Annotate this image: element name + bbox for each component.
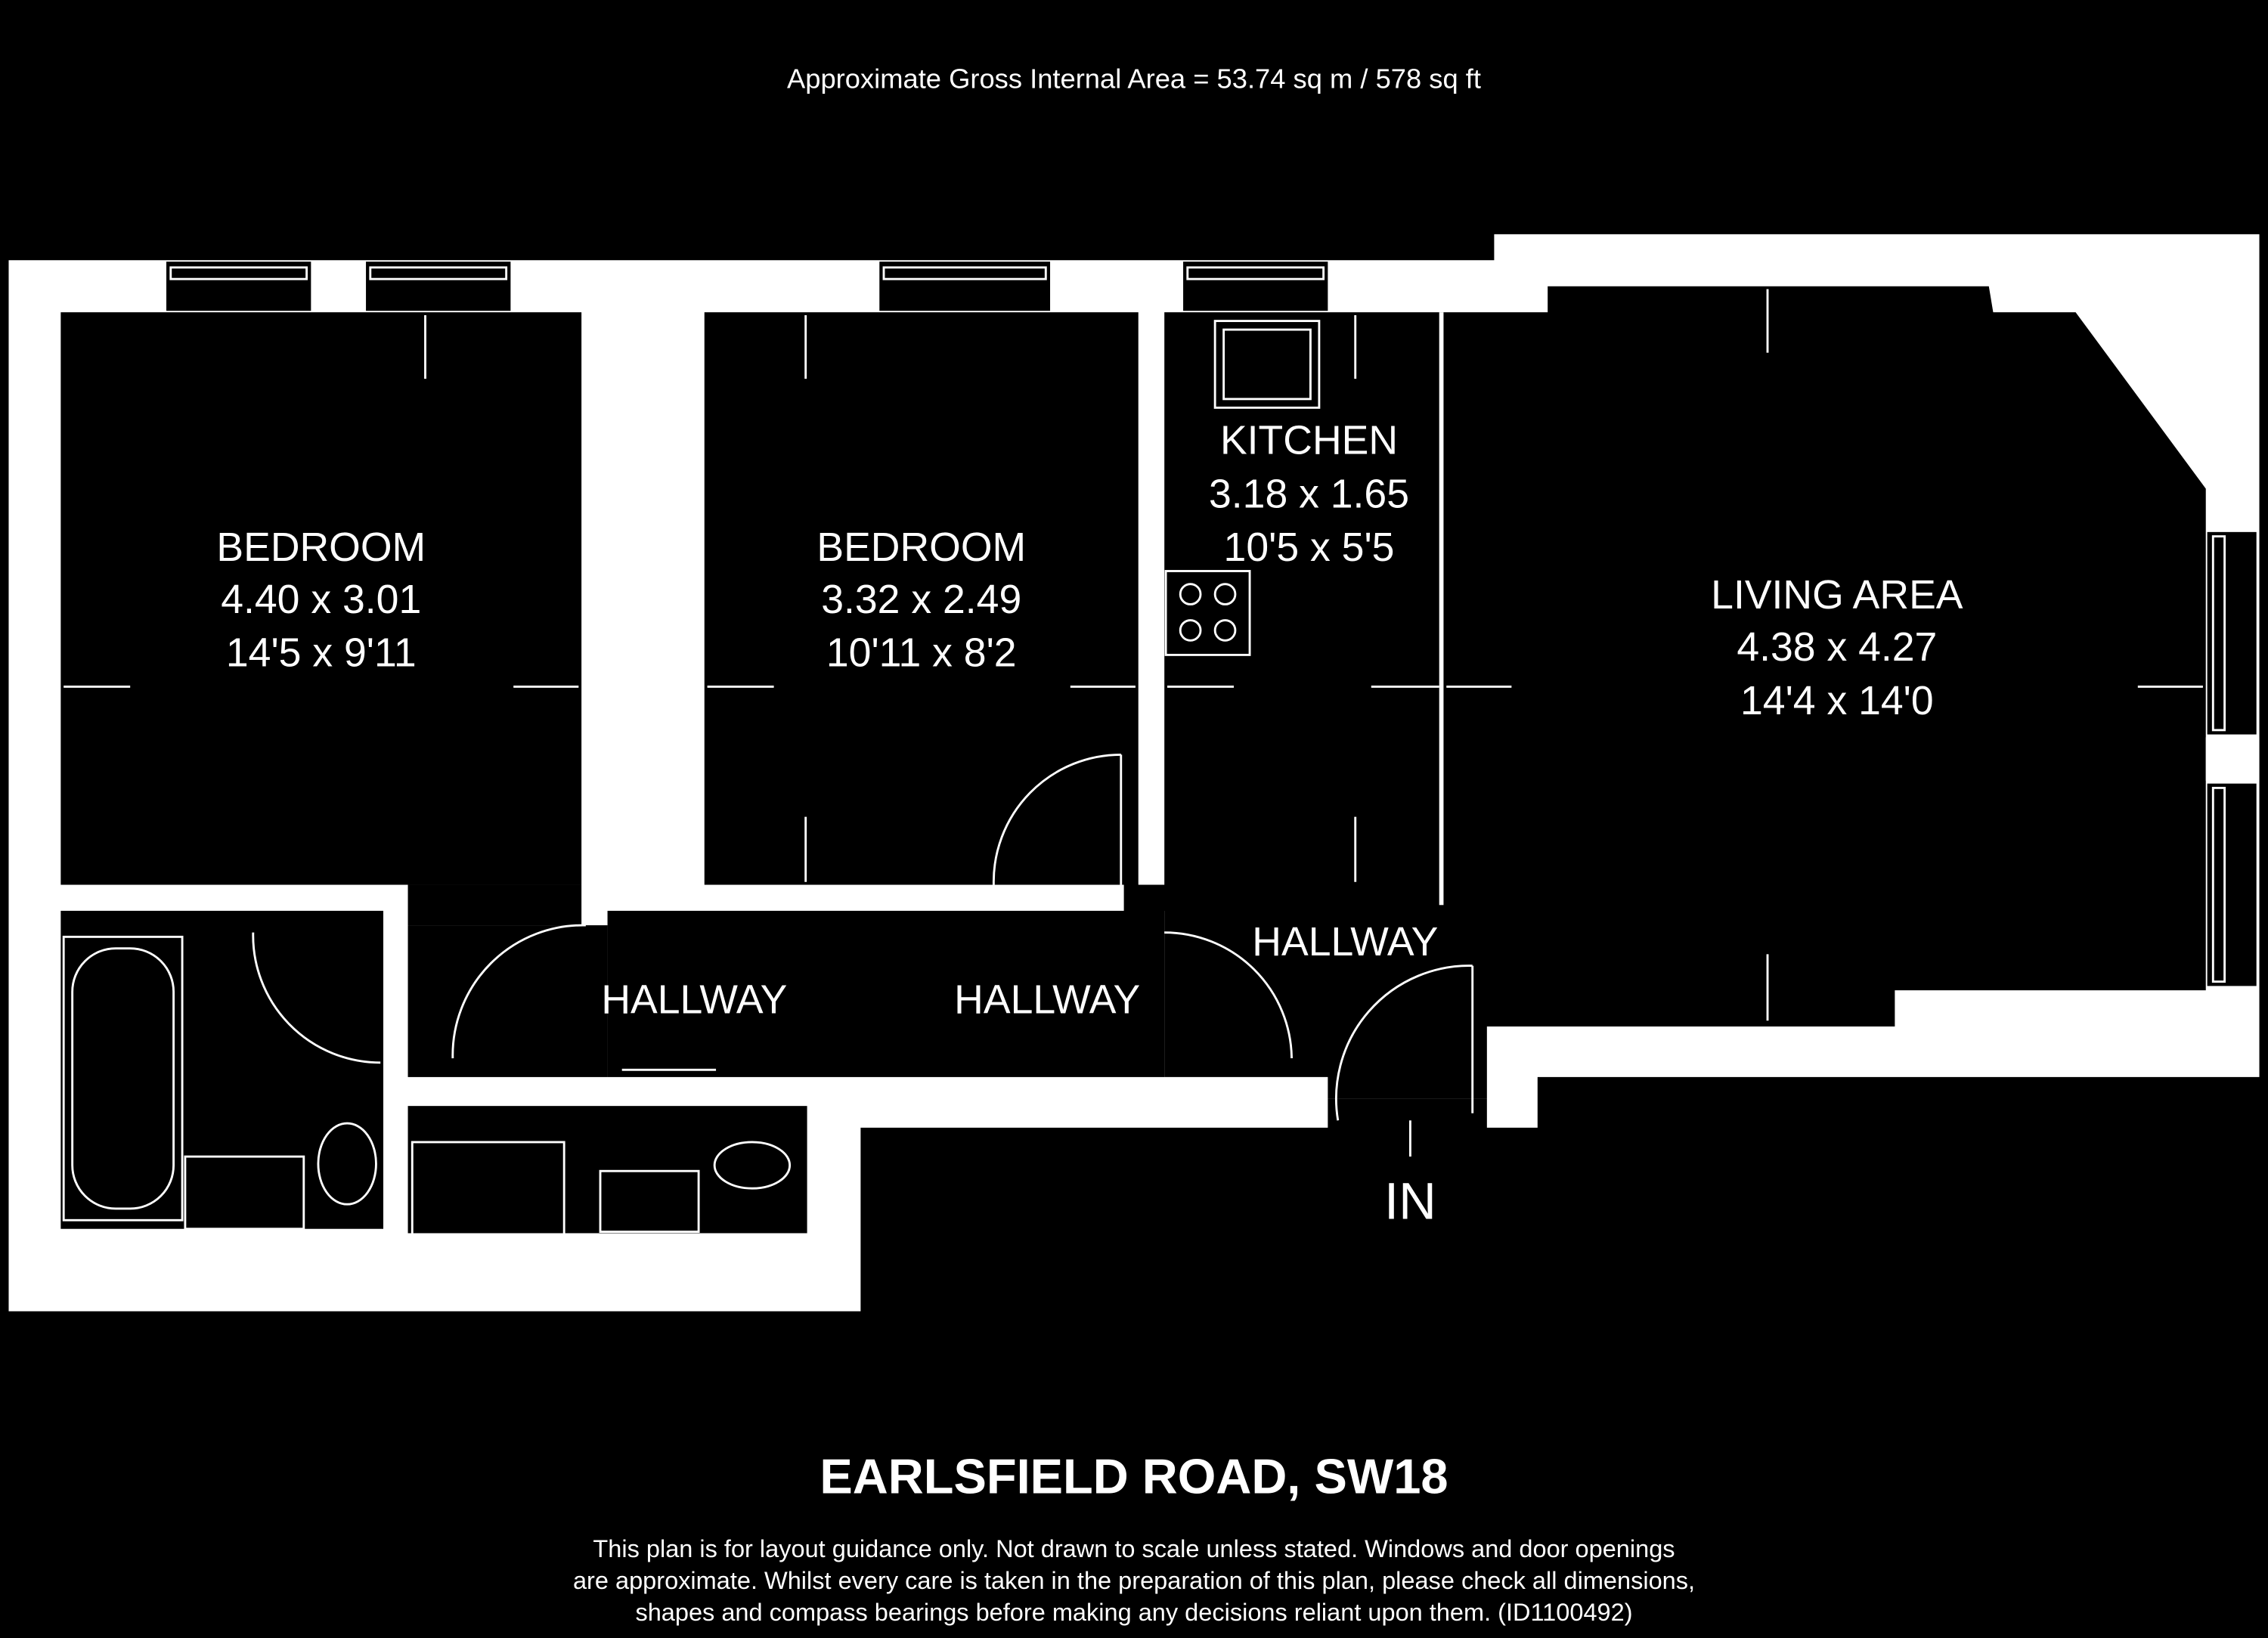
kitchen-living-hall-floor <box>1123 286 2206 1099</box>
entrance-label: IN <box>1384 1172 1436 1230</box>
svg-text:10'5 x 5'5: 10'5 x 5'5 <box>1224 525 1395 570</box>
svg-text:3.18 x 1.65: 3.18 x 1.65 <box>1209 472 1409 516</box>
toilet-icon <box>317 1122 377 1206</box>
right-window-divider <box>2205 737 2260 781</box>
shower-tray-icon <box>411 1141 565 1256</box>
shower-room-floor <box>407 1106 807 1234</box>
hob-icon <box>1164 570 1251 656</box>
room-label-bedroom-1: BEDROOM 4.40 x 3.01 14'5 x 9'11 <box>216 525 426 676</box>
kitchen-divider <box>1439 312 1444 906</box>
room-label-living-area: LIVING AREA 4.38 x 4.27 14'4 x 14'0 <box>1711 573 1963 723</box>
kitchen-sink-icon <box>1213 320 1321 409</box>
room-label-hallway-1: HALLWAY <box>601 978 787 1023</box>
svg-text:4.40 x 3.01: 4.40 x 3.01 <box>221 577 421 622</box>
svg-text:LIVING AREA: LIVING AREA <box>1711 573 1963 618</box>
disclaimer-line-1: This plan is for layout guidance only. N… <box>593 1535 1675 1562</box>
svg-text:BEDROOM: BEDROOM <box>216 525 426 570</box>
basin-icon <box>184 1155 305 1231</box>
svg-text:KITCHEN: KITCHEN <box>1220 419 1398 463</box>
basin-icon-2 <box>599 1169 700 1233</box>
svg-text:14'5 x 9'11: 14'5 x 9'11 <box>226 631 417 676</box>
property-title: EARLSFIELD ROAD, SW18 <box>820 1449 1448 1504</box>
bedroom-1-nook <box>407 884 582 926</box>
hallway-floor <box>607 910 1165 1077</box>
bathroom-floor <box>60 910 384 1229</box>
svg-text:10'11 x 8'2: 10'11 x 8'2 <box>826 631 1017 676</box>
hallway-floor-left <box>407 925 608 1077</box>
room-label-bedroom-2: BEDROOM 3.32 x 2.49 10'11 x 8'2 <box>816 525 1026 676</box>
bath-icon <box>62 935 184 1222</box>
svg-text:14'4 x 14'0: 14'4 x 14'0 <box>1740 679 1934 723</box>
room-label-kitchen: KITCHEN 3.18 x 1.65 10'5 x 5'5 <box>1209 419 1409 571</box>
bedroom-1-floor <box>60 312 582 885</box>
svg-text:3.32 x 2.49: 3.32 x 2.49 <box>821 577 1021 622</box>
room-label-hallway-2: HALLWAY <box>954 978 1140 1023</box>
doors <box>252 753 1474 1121</box>
toilet-icon-2 <box>713 1141 792 1190</box>
bedroom-2-floor <box>704 312 1139 885</box>
gross-area-text: Approximate Gross Internal Area = 53.74 … <box>787 63 1481 94</box>
disclaimer-line-3: shapes and compass bearings before makin… <box>635 1599 1632 1626</box>
dimension-arrows <box>64 289 2203 1157</box>
svg-text:BEDROOM: BEDROOM <box>816 525 1026 570</box>
disclaimer-line-2: are approximate. Whilst every care is ta… <box>573 1567 1695 1594</box>
room-label-hallway-3: HALLWAY <box>1252 920 1438 965</box>
svg-text:4.38 x 4.27: 4.38 x 4.27 <box>1737 625 1937 670</box>
windows <box>166 262 2257 986</box>
